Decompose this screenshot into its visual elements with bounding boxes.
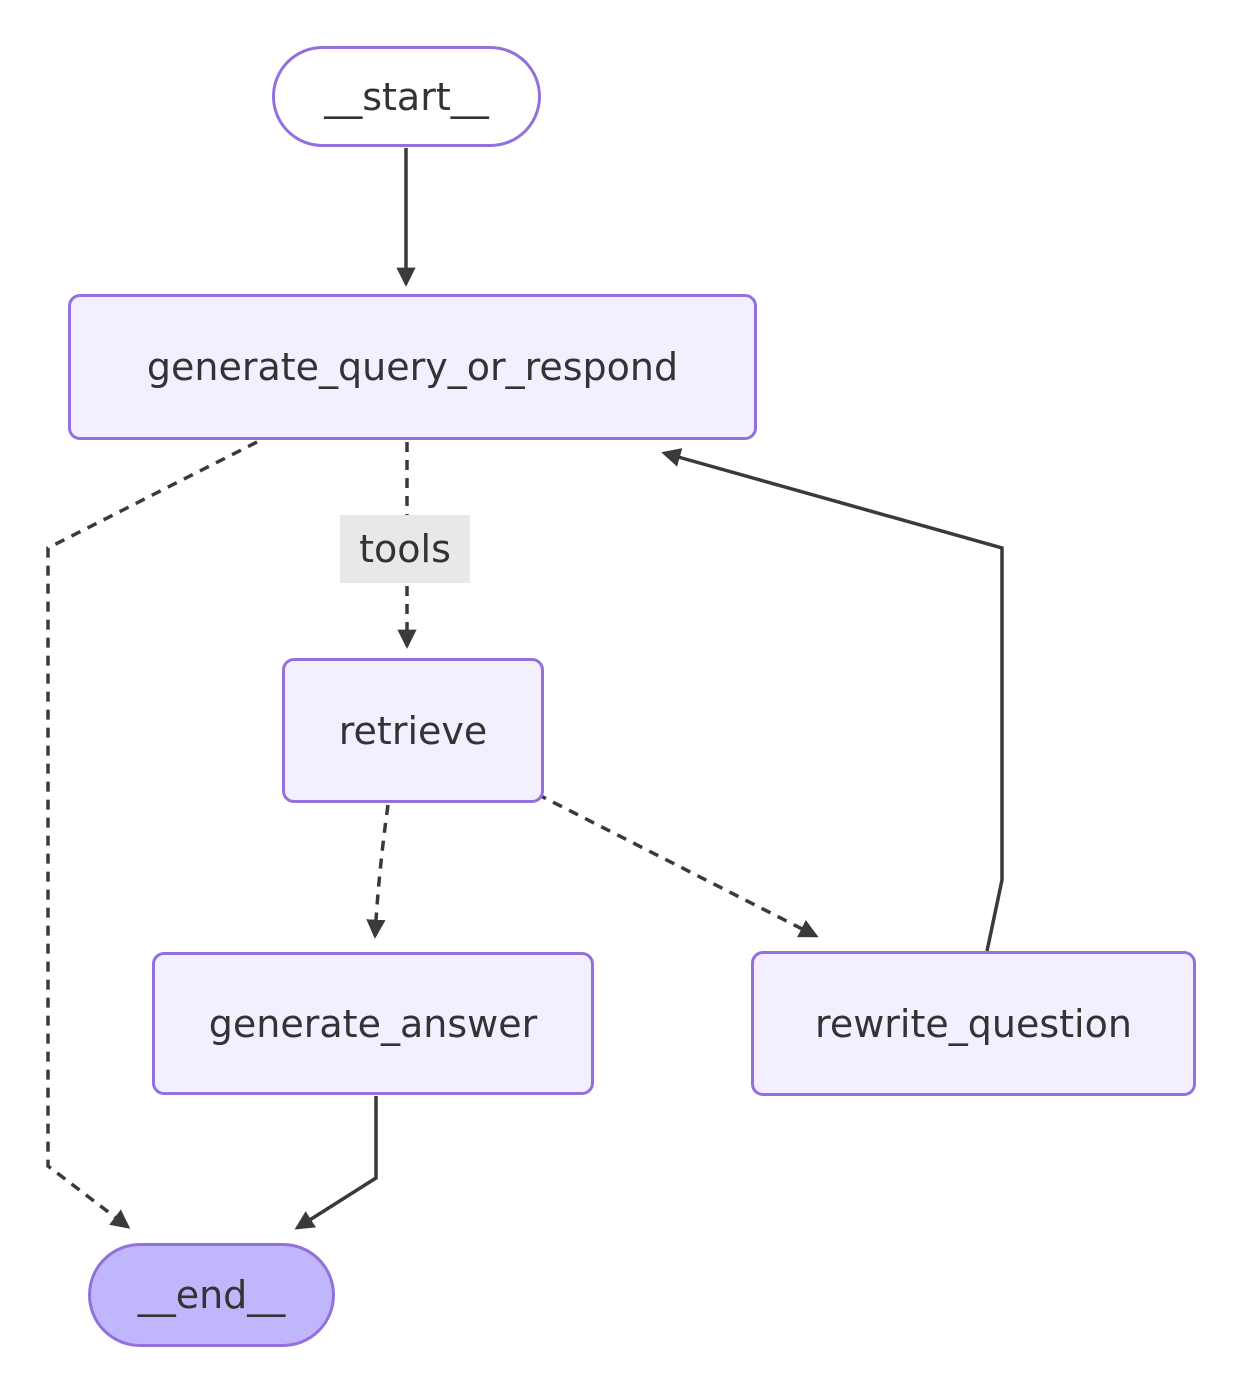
node-generate-query-or-respond-label: generate_query_or_respond [146, 345, 679, 389]
edge-generate-query-or-respond-to-end [46, 440, 258, 1229]
node-retrieve-label: retrieve [338, 708, 488, 753]
node-generate-answer: generate_answer [152, 952, 594, 1095]
edge-retrieve-to-rewrite-question [536, 792, 819, 938]
node-start-label: __start__ [324, 74, 489, 119]
edge-label-tools: tools [340, 515, 470, 583]
node-rewrite-question-label: rewrite_question [815, 1001, 1132, 1046]
node-generate-query-or-respond: generate_query_or_respond [68, 294, 757, 440]
node-generate-answer-label: generate_answer [208, 1001, 538, 1046]
node-retrieve: retrieve [282, 658, 544, 803]
edge-retrieve-to-generate-answer [366, 804, 390, 939]
node-start: __start__ [272, 46, 541, 147]
edge-rewrite-question-to-generate-query-or-respond [661, 448, 1004, 952]
node-end-label: __end__ [137, 1273, 286, 1317]
node-rewrite-question: rewrite_question [751, 951, 1196, 1096]
edge-generate-answer-to-end [294, 1096, 378, 1230]
node-end: __end__ [88, 1243, 335, 1347]
